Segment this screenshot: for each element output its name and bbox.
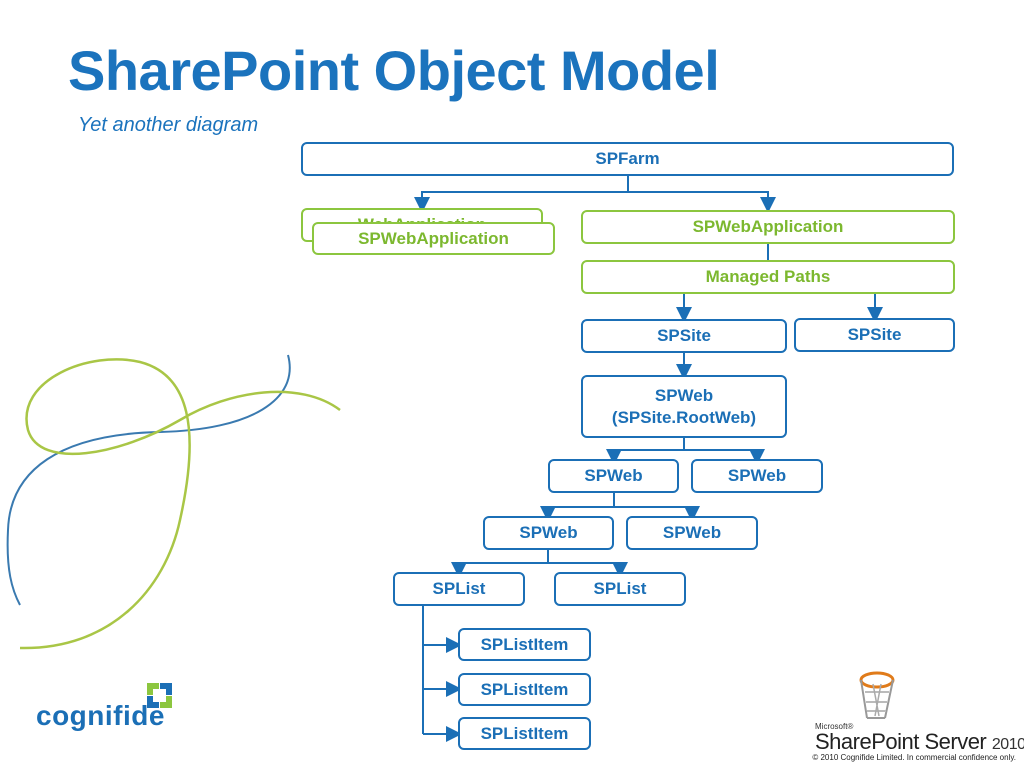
node-label: SPWebApplication	[358, 228, 509, 248]
node-label: SPWeb	[584, 466, 643, 485]
page-title: SharePoint Object Model	[68, 39, 720, 102]
node-label: SPSite	[847, 325, 902, 344]
node-label: SPListItem	[480, 723, 569, 743]
node-label: SPWebApplication	[692, 217, 844, 236]
node-splist-b: SPList	[554, 572, 686, 606]
node-spsite-right: SPSite	[794, 318, 955, 352]
page-subtitle: Yet another diagram	[78, 114, 259, 136]
node-spweb-l1-a: SPWeb	[548, 459, 679, 493]
node-label: SPWeb	[662, 523, 722, 542]
sharepoint-logo-icon	[859, 671, 895, 719]
node-label-line1: SPWeb	[654, 385, 714, 405]
copyright-notice: © 2010 Cognifide Limited. In commercial …	[812, 753, 1016, 762]
sharepoint-server-wordmark: SharePoint Server 2010	[815, 729, 1024, 755]
cognifide-logo-mark-icon	[147, 683, 172, 708]
sharepoint-server-year: 2010	[991, 736, 1024, 753]
node-label: SPListItem	[480, 679, 569, 699]
node-splistitem-2: SPListItem	[458, 673, 591, 706]
node-label: SPFarm	[595, 149, 660, 168]
node-label: SPList	[432, 579, 486, 598]
node-label: SPSite	[657, 326, 711, 345]
node-spweb-rootweb: SPWeb (SPSite.RootWeb)	[581, 375, 787, 438]
node-label: Managed Paths	[705, 267, 831, 286]
node-label: SPWeb	[519, 523, 578, 542]
node-splistitem-1: SPListItem	[458, 628, 591, 661]
microsoft-label: Microsoft®	[815, 722, 854, 731]
cognifide-logo: cognifide	[36, 700, 165, 731]
node-spfarm: SPFarm	[301, 142, 954, 176]
node-spwebapplication-left: SPWebApplication	[312, 222, 555, 255]
node-label-line2: (SPSite.RootWeb)	[611, 407, 757, 427]
node-label: SPWeb	[727, 466, 787, 485]
node-spwebapplication-right: SPWebApplication	[581, 210, 955, 244]
node-spweb-l2-a: SPWeb	[483, 516, 614, 550]
sharepoint-server-name: SharePoint Server	[815, 729, 987, 754]
node-managed-paths: Managed Paths	[581, 260, 955, 294]
node-spweb-l2-b: SPWeb	[626, 516, 758, 550]
node-spweb-l1-b: SPWeb	[691, 459, 823, 493]
node-label: SPList	[593, 579, 647, 598]
node-splist-a: SPList	[393, 572, 525, 606]
node-label: SPListItem	[480, 634, 569, 654]
node-spsite-left: SPSite	[581, 319, 787, 353]
node-splistitem-3: SPListItem	[458, 717, 591, 750]
